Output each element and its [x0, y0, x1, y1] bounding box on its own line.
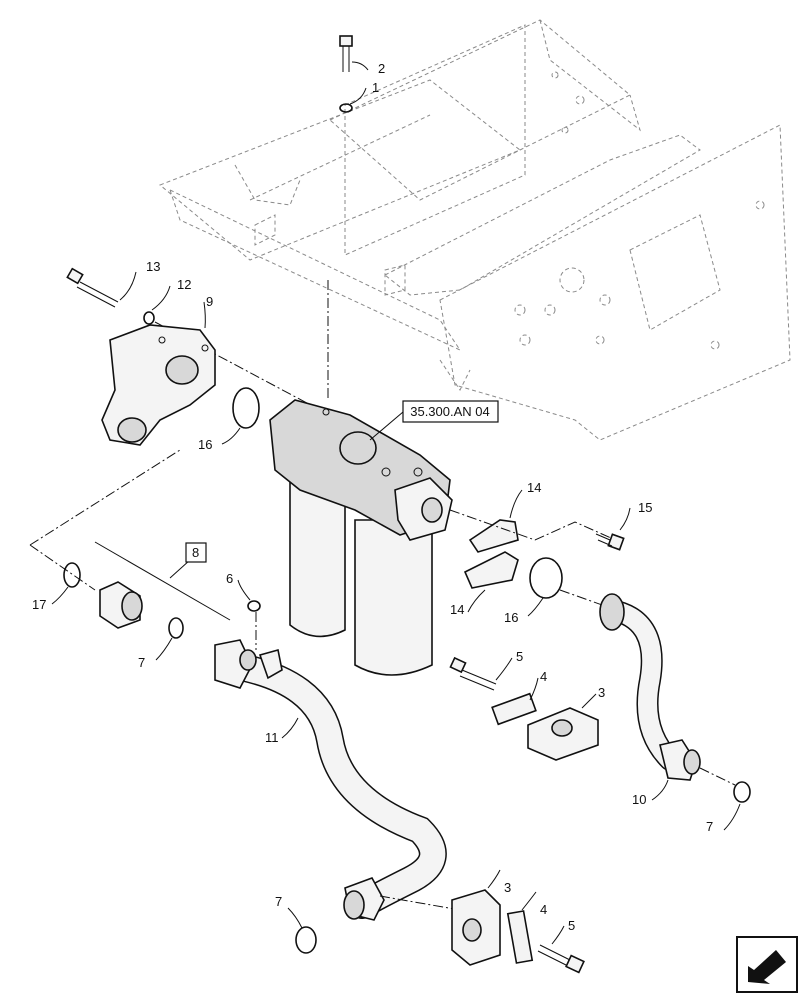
callout-7c: 7 [275, 894, 282, 909]
svg-text:35.300.AN 04: 35.300.AN 04 [410, 404, 490, 419]
callout-16b: 16 [504, 610, 518, 625]
clamp-block-3b [451, 889, 501, 966]
callout-box-8 [185, 542, 207, 563]
plate-4a [491, 692, 537, 726]
clamp-block-3a [527, 707, 599, 761]
callout-3a: 3 [598, 685, 605, 700]
callout-3b: 3 [504, 880, 511, 895]
callout-15: 15 [638, 500, 652, 515]
callout-13: 13 [146, 259, 160, 274]
callout-4b: 4 [540, 902, 547, 917]
callout-7d: 7 [706, 819, 713, 834]
adapter-fitting [99, 581, 143, 629]
o-ring-17 [63, 562, 81, 588]
flange-bracket-9 [101, 324, 216, 446]
bolt-15 [595, 533, 625, 551]
callout-14b: 14 [450, 602, 464, 617]
callout-6: 6 [226, 571, 233, 586]
bolt-5a [449, 656, 497, 691]
callout-5a: 5 [516, 649, 523, 664]
callout-8: 8 [192, 545, 199, 560]
callout-10: 10 [632, 792, 646, 807]
hose-11 [214, 639, 447, 921]
hose-10 [599, 593, 701, 781]
callout-1: 1 [372, 80, 379, 95]
callout-9: 9 [206, 294, 213, 309]
direction-arrow-icon[interactable] [736, 936, 798, 993]
o-ring-16a [232, 387, 260, 429]
callout-12: 12 [177, 277, 191, 292]
reference-label[interactable]: 35.300.AN 04 [402, 400, 499, 423]
callout-2: 2 [378, 61, 385, 76]
chassis-frame [159, 19, 791, 441]
o-ring-7a [168, 617, 184, 639]
washer-6 [247, 600, 261, 612]
callout-16a: 16 [198, 437, 212, 452]
callout-5b: 5 [568, 918, 575, 933]
o-ring-7c [295, 926, 317, 954]
bolt-2 [339, 35, 353, 72]
clamp-14 [463, 519, 519, 589]
washer-12 [143, 311, 155, 325]
washer-1 [339, 103, 353, 113]
callout-4a: 4 [540, 669, 547, 684]
filter-assembly [269, 399, 453, 676]
callout-7a: 7 [138, 655, 145, 670]
callout-14a: 14 [527, 480, 541, 495]
callout-11: 11 [265, 730, 279, 745]
o-ring-16b [529, 557, 563, 599]
bolt-5b [537, 944, 585, 974]
plate-4b [506, 910, 534, 964]
bolt-13 [66, 267, 119, 308]
o-ring-7d [733, 781, 751, 803]
callout-17: 17 [32, 597, 46, 612]
